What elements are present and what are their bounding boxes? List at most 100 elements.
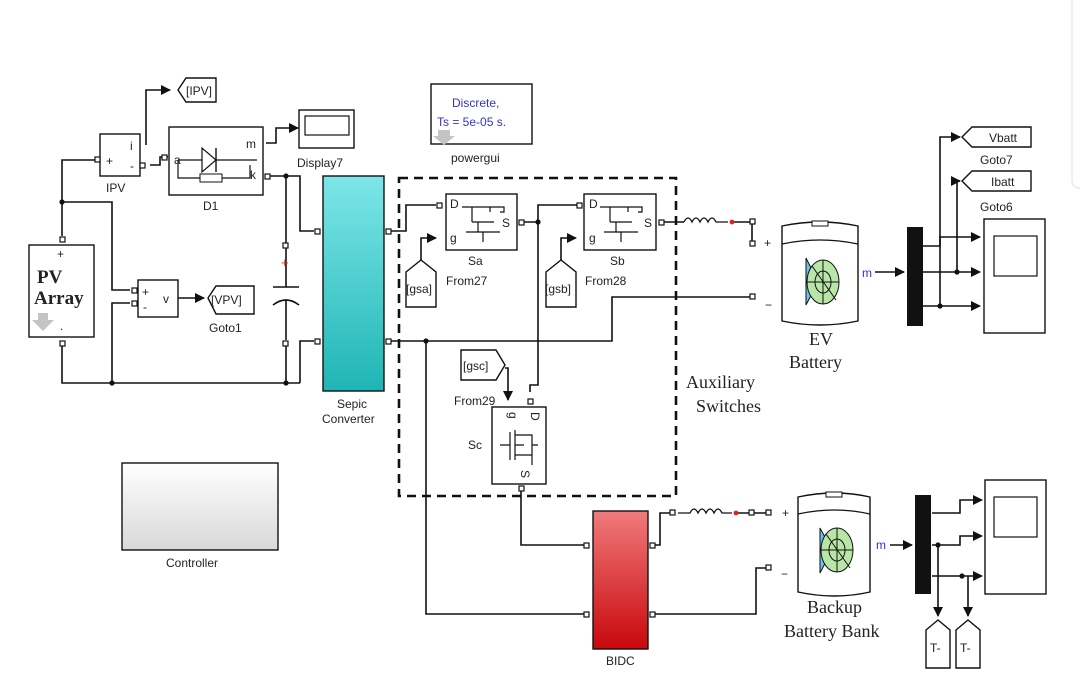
bidc-label: BIDC [606, 654, 635, 668]
sb-port-g: g [589, 231, 596, 245]
scope-screen-icon [993, 235, 1038, 277]
from29-block[interactable]: [gsc] From29 [454, 349, 506, 408]
terminator2-tag: T- [960, 641, 971, 655]
sepic-converter-block[interactable]: Sepic Converter [314, 175, 392, 426]
sb-port-s: S [644, 216, 652, 230]
mosfet-icon [600, 206, 643, 242]
battery-icon [819, 527, 854, 574]
wires [59, 85, 983, 617]
ipv-i: i [130, 139, 133, 153]
demux-backup[interactable] [915, 495, 931, 594]
ipv-sensor-label: IPV [106, 181, 125, 195]
sepic-label-line2: Converter [322, 412, 375, 426]
terminator-1[interactable]: T- [925, 619, 951, 669]
from29-tag: [gsc] [463, 359, 488, 373]
d1-port-m: m [246, 137, 256, 151]
battery-icon [805, 257, 840, 306]
vpv-v: v [163, 292, 169, 306]
powergui-arrow-icon [433, 130, 455, 145]
display7-label: Display7 [297, 156, 343, 170]
ipv-minus: - [130, 159, 134, 173]
goto1-label: Goto1 [209, 321, 242, 335]
d1-label: D1 [203, 199, 219, 213]
backup-minus: − [781, 567, 788, 581]
goto6-block[interactable]: Ibatt Goto6 [961, 170, 1032, 214]
auxiliary-switches-region [397, 176, 678, 498]
goto7-tag: Vbatt [989, 131, 1018, 145]
ipv-current-sensor[interactable]: + - i IPV [94, 133, 146, 195]
auxiliary-label-line1: Auxiliary [686, 372, 755, 392]
inductor-ev[interactable] [683, 217, 756, 300]
mosfet-icon [500, 430, 538, 465]
capacitor-plus-mark: + [281, 255, 289, 270]
demux-ev[interactable] [907, 227, 923, 326]
sc-label: Sc [468, 438, 482, 452]
backup-battery-line2: Battery Bank [784, 621, 879, 641]
backup-port-m: m [876, 538, 886, 552]
goto6-tag: Ibatt [991, 175, 1015, 189]
sc-port-d: D [528, 412, 542, 421]
sa-label: Sa [468, 254, 483, 268]
scope-ev[interactable] [983, 218, 1046, 334]
vpv-voltage-sensor[interactable]: + - v [131, 279, 205, 318]
from27-block[interactable]: [gsa] From27 [405, 259, 488, 308]
pv-array-line1: PV [37, 267, 63, 288]
vpv-goto-block[interactable]: [VPV] Goto1 [207, 285, 255, 335]
sc-port-s: S [518, 470, 532, 478]
ipv-plus: + [106, 154, 113, 168]
diode-block-d1[interactable]: a m k D1 [161, 126, 271, 213]
ipv-goto-block[interactable]: [IPV] [177, 77, 217, 103]
vpv-minus: - [143, 300, 147, 314]
goto7-block[interactable]: Vbatt Goto7 [961, 126, 1032, 167]
powergui-line2: Ts = 5e-05 s. [437, 115, 506, 129]
vpv-plus: + [142, 285, 149, 299]
mosfet-sc[interactable]: g D S Sc [468, 398, 547, 492]
pv-minus: . [60, 319, 63, 333]
sb-port-d: D [589, 197, 598, 211]
auxiliary-label-line2: Switches [696, 396, 761, 416]
goto6-label: Goto6 [980, 200, 1013, 214]
pv-array-block[interactable]: + PV Array . [28, 236, 95, 347]
from28-tag: [gsb] [545, 282, 571, 296]
from28-block[interactable]: [gsb] From28 [545, 259, 627, 308]
pv-plus: + [57, 247, 64, 261]
powergui-block[interactable]: Discrete, Ts = 5e-05 s. powergui [430, 83, 533, 165]
inductor-backup[interactable] [669, 508, 772, 571]
panel-edge [1071, 0, 1080, 189]
backup-battery-line1: Backup [807, 597, 862, 617]
ev-minus: − [765, 298, 772, 312]
ev-battery-block[interactable]: + − m EV Battery [764, 220, 872, 372]
capacitor[interactable]: + [272, 242, 300, 347]
backup-plus: + [782, 506, 789, 520]
controller-block[interactable]: Controller [121, 462, 279, 570]
ev-port-m: m [862, 266, 872, 280]
scope-screen-icon [993, 496, 1038, 538]
sa-port-g: g [450, 231, 457, 245]
mosfet-icon [462, 206, 505, 242]
pv-arrow-icon [32, 313, 54, 331]
from27-tag: [gsa] [406, 282, 432, 296]
scope-backup[interactable] [984, 479, 1047, 595]
from28-label: From28 [585, 274, 627, 288]
powergui-line1: Discrete, [452, 96, 499, 110]
controller-label: Controller [166, 556, 218, 570]
bidc-block[interactable]: BIDC [583, 510, 656, 668]
terminator-2[interactable]: T- [955, 619, 981, 669]
sepic-label-line1: Sepic [337, 397, 367, 411]
d1-port-a: a [174, 153, 181, 167]
powergui-label: powergui [451, 151, 500, 165]
pv-array-line2: Array [34, 288, 84, 309]
ev-battery-line2: Battery [789, 352, 842, 372]
diode-icon [177, 159, 257, 179]
display7-block[interactable]: Display7 [297, 109, 355, 170]
backup-battery-block[interactable]: + − m Backup Battery Bank [781, 491, 886, 641]
mosfet-sb[interactable]: D g S Sb [576, 193, 665, 268]
sb-label: Sb [610, 254, 625, 268]
sa-port-s: S [502, 216, 510, 230]
ev-plus: + [764, 236, 771, 250]
vpv-goto-tag: [VPV] [211, 293, 242, 307]
from27-label: From27 [446, 274, 488, 288]
ev-battery-line1: EV [809, 329, 833, 349]
ipv-goto-tag: [IPV] [186, 84, 212, 98]
mosfet-sa[interactable]: D g S Sa [436, 193, 525, 268]
